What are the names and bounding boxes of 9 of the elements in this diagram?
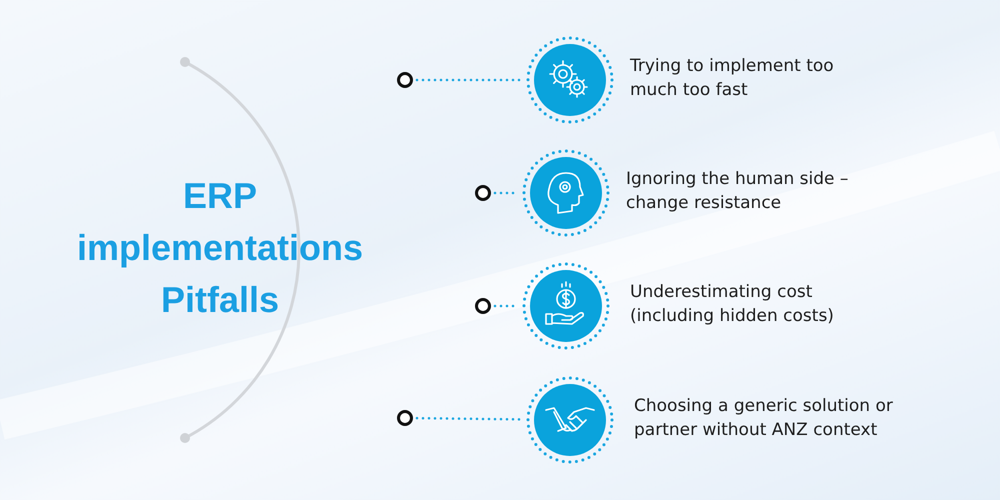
ring-marker: [475, 298, 491, 314]
pitfall-text: Choosing a generic solution or partner without ANZ context: [634, 395, 894, 442]
title-text: ERP implementations Pitfalls: [76, 174, 364, 322]
pitfall-text: Ignoring the human side – change resistance: [626, 168, 850, 215]
pitfall-text: Underestimating cost (including hidden costs): [630, 281, 835, 328]
ring-marker: [397, 72, 413, 88]
ring-marker: [475, 185, 491, 201]
ring-marker: [397, 410, 413, 426]
pitfall-text: Trying to implement too much too fast: [630, 55, 835, 102]
